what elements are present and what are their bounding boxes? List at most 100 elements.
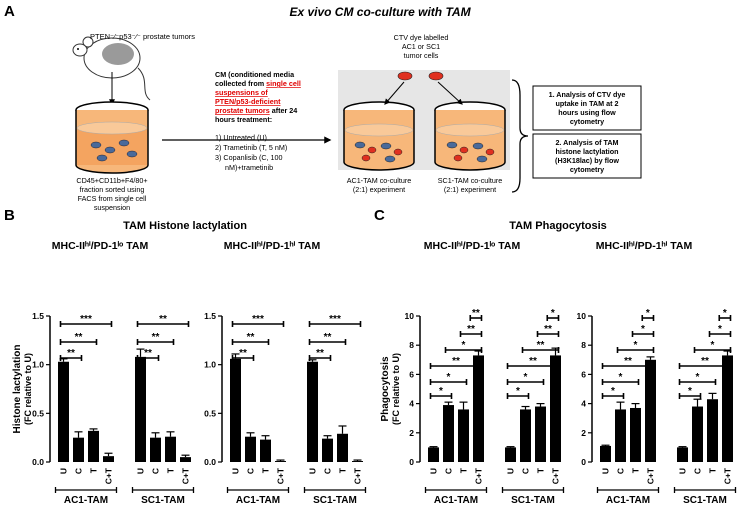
x-tick-label: C [74,468,84,474]
x-tick-label: U [429,468,439,474]
y-tick-label: 4 [581,399,586,409]
analysis-line: hours using flow [558,108,616,117]
y-tick-label: 8 [409,340,414,350]
cd45-line: suspension [94,203,130,212]
bar [473,355,484,462]
cm-line: hours treatment: [215,115,272,124]
x-tick-label: U [136,468,146,474]
group-label: SC1-TAM [313,495,357,506]
cm-line-plain: after 24 [270,106,298,115]
bar [165,436,176,462]
sig-label: * [723,308,727,319]
sig-label: ** [529,356,537,367]
bar [150,437,161,462]
sig-label: * [696,372,700,383]
ctv-line: tumor cells [404,51,439,60]
x-tick-label: C [444,468,454,474]
sig-label: *** [252,314,264,325]
sig-label: *** [80,314,92,325]
x-tick-label: T [261,467,271,473]
sig-label: * [619,372,623,383]
panel-a: A Ex vivo CM co-culture with TAM PTEN⁻⁄⁻… [4,3,642,212]
y-tick-label: 6 [581,369,586,379]
x-tick-label: C+T [353,467,363,484]
y-axis-label: Phagocytosis [380,356,391,421]
bar [275,461,286,462]
bar [73,437,84,462]
y-tick-label: 0.0 [32,457,44,467]
y-tick-label: 2 [581,428,586,438]
x-tick-label: U [308,468,318,474]
bar [428,447,439,462]
x-tick-label: T [89,467,99,473]
bar [615,409,626,462]
bar [550,355,561,462]
ctv-line: AC1 or SC1 [402,42,440,51]
y-tick-label: 8 [581,340,586,350]
panel-c-letter: C [374,207,385,224]
x-tick-label: C+T [474,467,484,484]
sc1-caption: (2:1) experiment [444,185,496,194]
chart-subtitle: MHC-IIʰⁱ/PD-1ʰⁱ TAM [224,239,321,252]
cd45-line: fraction sorted using [80,185,145,194]
panel-a-title: Ex vivo CM co-culture with TAM [289,5,471,19]
treatment-item: nM)+trametinib [215,163,273,172]
sig-label: ** [701,356,709,367]
y-tick-label: 1.5 [204,311,216,321]
bar [458,409,469,462]
x-tick-label: C+T [181,467,191,484]
x-tick-label: C+T [104,467,114,484]
x-tick-label: U [231,468,241,474]
sig-label: ** [239,348,247,359]
bar [260,439,271,462]
bar [520,409,531,462]
x-tick-label: U [601,468,611,474]
group-label: SC1-TAM [511,495,555,506]
sig-label: * [634,340,638,351]
x-tick-label: U [59,468,69,474]
bar [135,356,146,462]
y-axis-label-unit: (FC relative to U) [391,353,401,425]
sig-label: ** [452,356,460,367]
panel-b-title: TAM Histone lactylation [123,220,247,232]
sc1-caption: SC1-TAM co-culture [438,176,503,185]
ctv-line: CTV dye labelled [394,33,449,42]
analysis-line: cytometry [570,165,604,174]
chart-subtitle: MHC-IIʰⁱ/PD-1ʰⁱ TAM [596,239,693,252]
x-tick-label: C+T [551,467,561,484]
sig-label: * [551,308,555,319]
y-tick-label: 1.0 [204,360,216,370]
group-label: SC1-TAM [683,495,727,506]
x-tick-label: T [338,467,348,473]
panel-a-letter: A [4,3,15,20]
cd45-text: CD45+CD11b+F4/80+ fraction sorted using … [76,176,147,212]
analysis-line: histone lactylation [555,147,618,156]
sig-label: * [462,340,466,351]
x-tick-label: T [459,467,469,473]
cm-line: CM (conditioned media [215,70,295,79]
sig-label: ** [316,348,324,359]
sig-label: * [646,308,650,319]
coculture-captions: AC1-TAM co-culture (2:1) experiment SC1-… [347,176,503,194]
tam-dish [75,72,149,174]
sig-label: ** [247,332,255,343]
treatment-item: 2) Trametinib (T, 5 nM) [215,143,287,152]
sig-label: * [611,386,615,397]
cd45-line: CD45+CD11b+F4/80+ [76,176,147,185]
ac1-caption: AC1-TAM co-culture [347,176,412,185]
bar [707,399,718,462]
group-label: AC1-TAM [606,495,650,506]
chart-subtitle: MHC-IIʰⁱ/PD-1ˡᵒ TAM [52,239,149,252]
brace [511,79,529,193]
sig-label: ** [152,332,160,343]
bar [352,461,363,462]
y-axis-label-unit: (FC relative to U) [23,353,33,425]
y-tick-label: 1.0 [32,360,44,370]
bar [337,433,348,462]
cm-line-red: PTEN/p53-deficient [215,97,281,106]
x-tick-label: C [521,468,531,474]
sig-label: ** [537,340,545,351]
